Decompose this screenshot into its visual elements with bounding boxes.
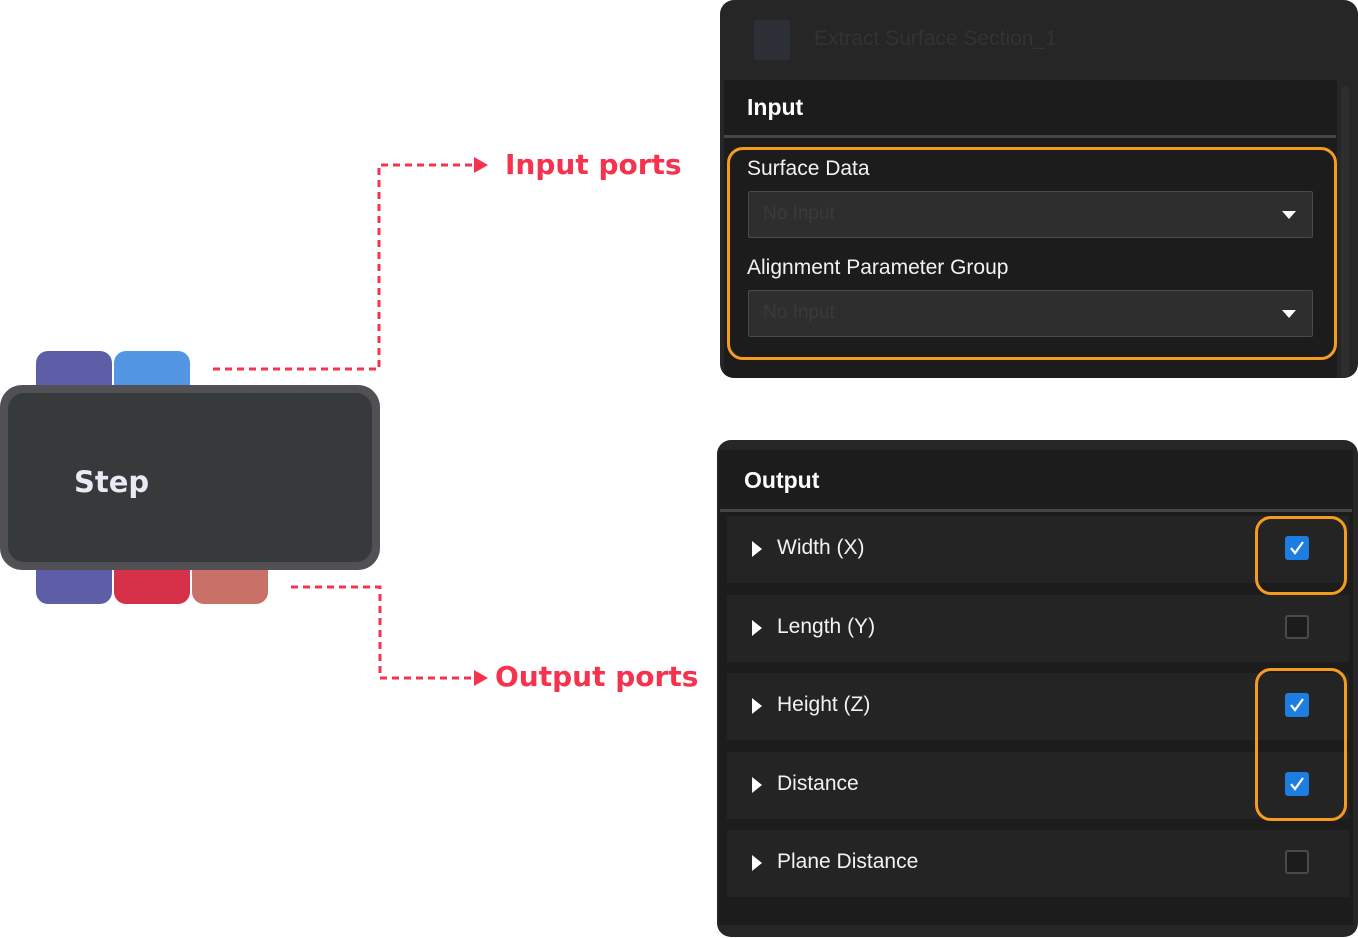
output-item-label: Height (Z) — [777, 693, 871, 716]
alignment-group-label: Alignment Parameter Group — [747, 256, 1009, 279]
scrollbar[interactable] — [1341, 86, 1349, 378]
width-highlight — [1255, 516, 1347, 595]
output-section-title: Output — [744, 467, 820, 493]
output-item-plane-distance[interactable]: Plane Distance — [727, 830, 1349, 897]
output-item-distance[interactable]: Distance — [727, 752, 1349, 819]
length-checkbox[interactable] — [1285, 615, 1309, 639]
output-panel: Output Width (X) Length (Y) Height (Z) D… — [717, 440, 1358, 937]
expand-arrow-icon[interactable] — [752, 698, 762, 714]
output-item-length[interactable]: Length (Y) — [727, 595, 1349, 662]
expand-arrow-icon[interactable] — [752, 620, 762, 636]
step-title: Extract Surface Section_1 — [814, 27, 1057, 50]
output-connector-line — [291, 585, 474, 680]
output-item-label: Length (Y) — [777, 615, 876, 638]
input-section-title: Input — [747, 94, 804, 120]
chevron-down-icon — [1282, 211, 1296, 219]
alignment-group-dropdown[interactable]: No Input — [748, 290, 1313, 337]
input-connector-line — [213, 163, 474, 371]
distance-checkbox[interactable] — [1285, 772, 1309, 796]
divider — [720, 509, 1352, 512]
output-item-width[interactable]: Width (X) — [727, 516, 1349, 583]
chevron-down-icon — [1282, 310, 1296, 318]
divider — [724, 135, 1336, 138]
width-checkbox[interactable] — [1285, 536, 1309, 560]
input-ports-label: Input ports — [505, 148, 682, 181]
plane-distance-checkbox[interactable] — [1285, 850, 1309, 874]
input-arrow-icon — [474, 157, 488, 173]
expand-arrow-icon[interactable] — [752, 777, 762, 793]
output-item-label: Plane Distance — [777, 850, 919, 873]
surface-data-placeholder: No Input — [763, 203, 835, 224]
expand-arrow-icon[interactable] — [752, 541, 762, 557]
step-icon — [754, 20, 790, 60]
height-distance-highlight — [1255, 668, 1347, 821]
surface-data-dropdown[interactable]: No Input — [748, 191, 1313, 238]
output-item-label: Distance — [777, 772, 859, 795]
output-item-label: Width (X) — [777, 536, 865, 559]
output-item-height[interactable]: Height (Z) — [727, 673, 1349, 740]
step-block[interactable]: Step — [0, 385, 380, 570]
alignment-group-placeholder: No Input — [763, 302, 835, 323]
input-panel: Extract Surface Section_1 Input Surface … — [720, 0, 1358, 378]
expand-arrow-icon[interactable] — [752, 855, 762, 871]
surface-data-label: Surface Data — [747, 157, 870, 180]
input-ports-highlight — [727, 147, 1337, 360]
output-ports-label: Output ports — [495, 660, 699, 693]
height-checkbox[interactable] — [1285, 693, 1309, 717]
output-arrow-icon — [474, 670, 488, 686]
step-label: Step — [74, 465, 150, 499]
